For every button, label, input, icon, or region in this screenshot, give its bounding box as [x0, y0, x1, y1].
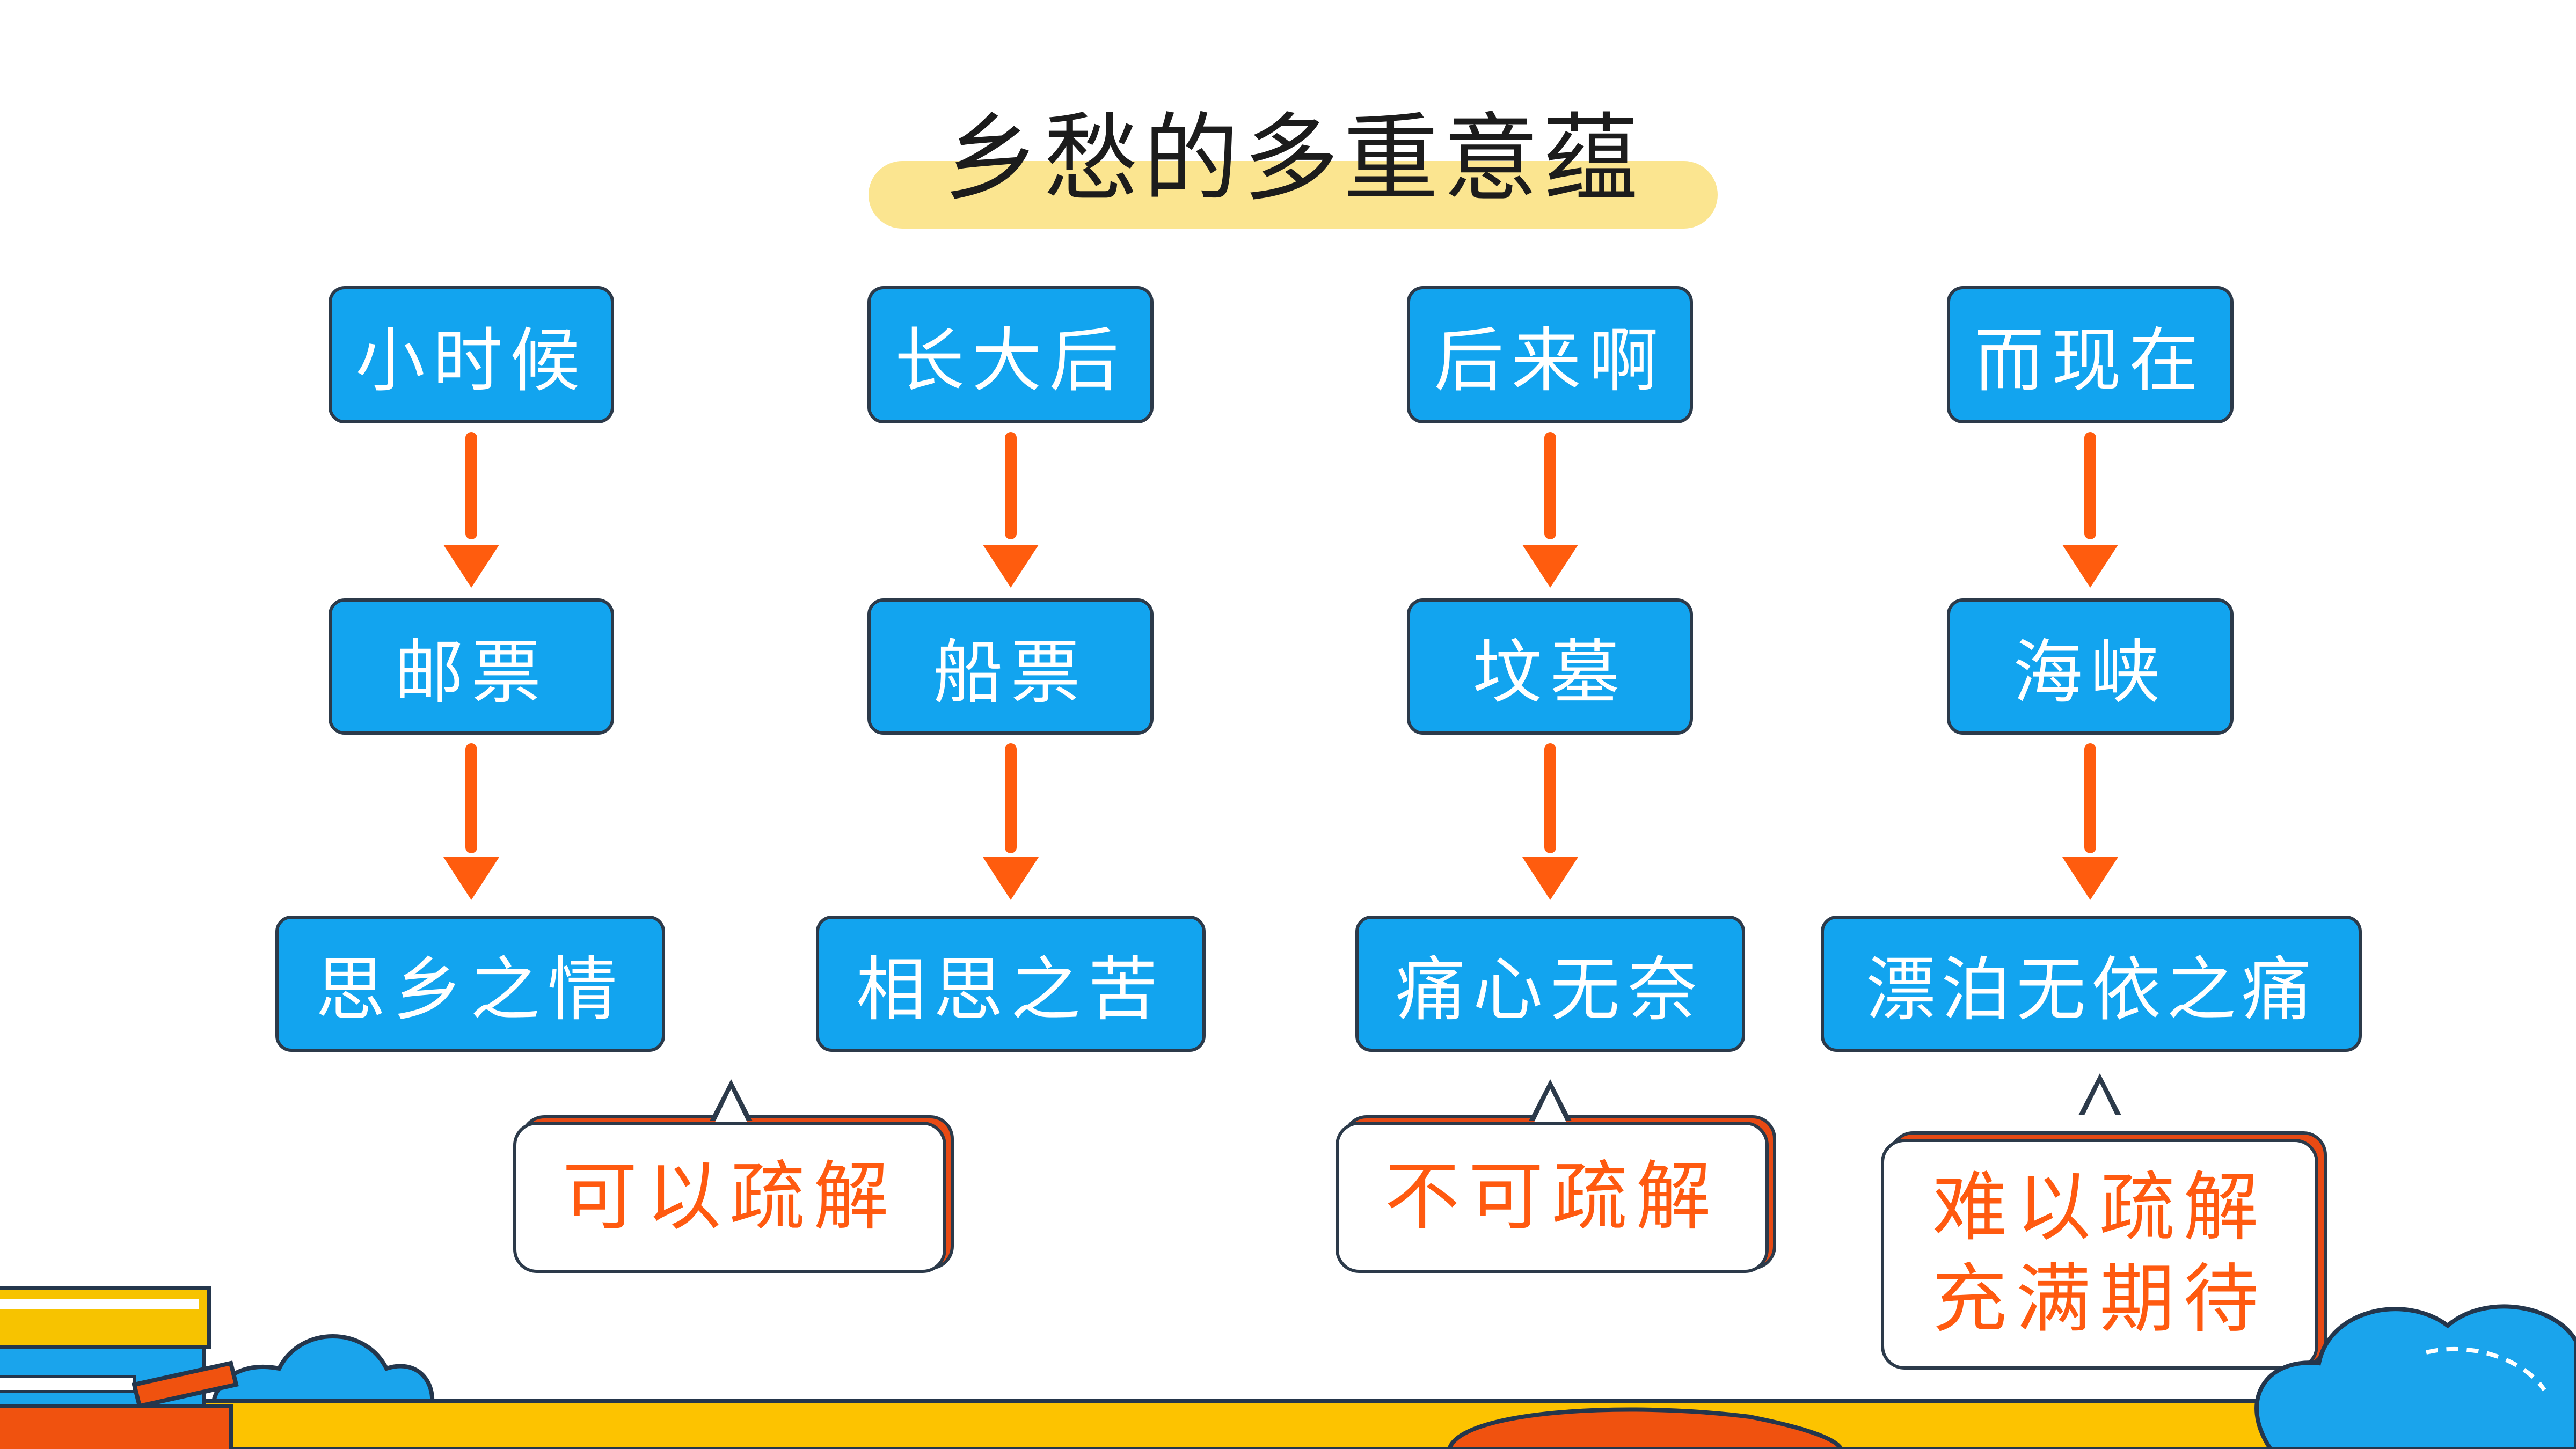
stage-box-grown-up: 长大后 — [867, 286, 1154, 423]
arrow-down-icon — [2062, 857, 2118, 900]
title-highlight-bar — [869, 161, 1718, 229]
arrow-line — [465, 743, 477, 853]
feeling-box-drifting: 漂泊无依之痛 — [1821, 916, 2362, 1052]
book-icon — [132, 1360, 239, 1409]
arrow-down-icon — [443, 857, 499, 900]
stage-label: 而现在 — [1974, 320, 2206, 401]
stage-label: 小时候 — [355, 320, 587, 401]
feeling-box-homesick: 思乡之情 — [275, 916, 665, 1052]
arrow-line — [1544, 432, 1556, 539]
page-title: 乡愁的多重意蕴 — [944, 103, 1643, 214]
feeling-label: 漂泊无依之痛 — [1865, 949, 2317, 1030]
arrow-line — [1005, 432, 1017, 539]
arrow-down-icon — [1522, 545, 1578, 588]
arrow-line — [465, 432, 477, 539]
object-label: 船票 — [933, 632, 1088, 713]
book-icon — [0, 1404, 233, 1449]
arrow-down-icon — [983, 857, 1039, 900]
object-label: 海峡 — [2012, 632, 2168, 713]
stage-box-now: 而现在 — [1947, 286, 2234, 423]
arrow-down-icon — [983, 545, 1039, 588]
stage-label: 长大后 — [894, 320, 1127, 401]
callout-pointer-fill — [2084, 1083, 2116, 1116]
note-line: 难以疏解 — [1932, 1164, 2267, 1252]
object-box-stamp: 邮票 — [329, 598, 614, 735]
feeling-label: 思乡之情 — [315, 949, 625, 1030]
callout-pointer-fill — [1534, 1089, 1566, 1122]
callout-note-col1: 可以疏解 — [513, 1122, 946, 1273]
object-box-ship-ticket: 船票 — [867, 598, 1154, 735]
arrow-line — [1544, 743, 1556, 853]
object-label: 坟墓 — [1472, 632, 1628, 713]
orange-object-icon — [1447, 1407, 1844, 1449]
object-box-grave: 坟墓 — [1407, 598, 1693, 735]
object-box-strait: 海峡 — [1947, 598, 2234, 735]
footer-decoration — [0, 1286, 2576, 1449]
note-line: 充满期待 — [1932, 1256, 2267, 1343]
object-label: 邮票 — [393, 632, 549, 713]
feeling-box-grief: 痛心无奈 — [1355, 916, 1745, 1052]
arrow-line — [2084, 743, 2096, 853]
callout-note-col4: 难以疏解 充满期待 — [1881, 1139, 2318, 1370]
table-top-icon — [132, 1399, 2322, 1449]
book-icon — [0, 1286, 211, 1349]
callout-pointer-fill — [715, 1089, 747, 1122]
stage-box-later: 后来啊 — [1407, 286, 1693, 423]
feeling-box-longing: 相思之苦 — [816, 916, 1206, 1052]
arrow-line — [2084, 432, 2096, 539]
arrow-down-icon — [443, 545, 499, 588]
feeling-label: 痛心无奈 — [1395, 949, 1705, 1030]
stage-label: 后来啊 — [1434, 320, 1666, 401]
note-line: 可以疏解 — [562, 1153, 897, 1241]
arrow-down-icon — [2062, 545, 2118, 588]
arrow-line — [1005, 743, 1017, 853]
note-line: 不可疏解 — [1384, 1153, 1720, 1241]
cloud-right-icon — [2254, 1304, 2576, 1449]
arrow-down-icon — [1522, 857, 1578, 900]
callout-note-col3: 不可疏解 — [1336, 1122, 1769, 1273]
stage-box-childhood: 小时候 — [329, 286, 614, 423]
feeling-label: 相思之苦 — [856, 949, 1165, 1030]
